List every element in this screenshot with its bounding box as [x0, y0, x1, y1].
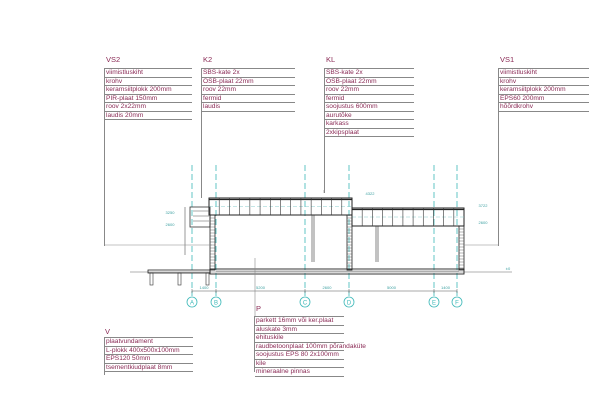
layer-row: parkett 16mm või ker.plaat — [255, 316, 344, 326]
layer-row: raudbetoonplaat 100mm põrandaküte — [255, 342, 366, 351]
elevation-label: 3722 — [479, 203, 489, 208]
axis-marker — [451, 296, 463, 308]
axis-marker — [210, 296, 222, 308]
v-title: V — [105, 327, 111, 336]
dimension-label: 1400 — [200, 285, 210, 290]
layer-row: EPS60 200mm — [499, 95, 589, 103]
terrace-leg — [205, 272, 210, 286]
terrace-deck — [147, 269, 211, 274]
layer-row: fermid — [202, 95, 295, 103]
elevation-label: 2600 — [479, 220, 489, 225]
k2-title: K2 — [203, 55, 213, 64]
vs2-title: VS2 — [106, 55, 121, 64]
dimension-label: 2600 — [323, 285, 333, 290]
elevation-label: 4322 — [366, 191, 376, 196]
axis-label: A — [190, 300, 194, 306]
layer-row: soojustus EPS 80 2x100mm — [255, 351, 344, 360]
wall-f — [458, 225, 465, 271]
layer-row: 2xkipsplaat — [325, 129, 414, 137]
layer-row: ehituskile — [255, 334, 344, 343]
layer-row: krohv — [499, 78, 589, 86]
layer-row: mineraalne pinnas — [255, 368, 344, 377]
terrace-leg — [177, 272, 182, 286]
layer-row: SBS-kate 2x — [202, 68, 295, 78]
layer-row: viimistluskiht — [499, 68, 589, 78]
axis-marker — [186, 296, 198, 308]
wall-b — [209, 214, 216, 271]
dimension-label: 5000 — [387, 285, 397, 290]
terrace-leg — [149, 272, 154, 286]
layer-row: PIR-plaat 150mm — [105, 95, 192, 103]
layer-row: soojustus 600mm — [325, 103, 414, 112]
layer-row: karkass — [325, 120, 414, 129]
layer-row: OSB-plaat 22mm — [325, 78, 414, 86]
layer-row: viimistluskiht — [105, 68, 192, 78]
axis-label: D — [347, 300, 352, 306]
layer-row: EPS120 50mm — [105, 355, 193, 364]
axis-marker — [343, 296, 355, 308]
layer-row: laudis — [202, 103, 295, 112]
axis-label: C — [303, 300, 308, 306]
layer-row: kile — [255, 360, 344, 368]
axis-marker — [299, 296, 311, 308]
wall-d — [346, 214, 353, 271]
elevation-label: ±0 — [506, 266, 511, 271]
kl-title: KL — [326, 55, 336, 64]
layer-row: krohv — [105, 78, 192, 86]
axis-label: B — [214, 300, 218, 306]
dimension-label: 5200 — [256, 285, 266, 290]
floor-slab — [209, 268, 465, 275]
elevation-label: 2600 — [166, 222, 176, 227]
layer-row: L-plokk 400x500x100mm — [105, 347, 193, 355]
layer-row: SBS-kate 2x — [325, 68, 414, 78]
layer-row: roov 22mm — [325, 86, 414, 95]
dimension-label: 1400 — [441, 285, 451, 290]
layer-row: keramsiitplokk 200mm — [105, 86, 192, 95]
layer-row: OSB-plaat 22mm — [202, 78, 295, 86]
layer-row: laudis 20mm — [105, 112, 192, 120]
layer-row: roov 2x22mm — [105, 103, 192, 112]
axis-label: E — [432, 300, 436, 306]
layer-row: fermid — [325, 95, 414, 103]
layer-row: aluskate 3mm — [255, 326, 344, 334]
layer-row: hõõrdkrohv — [499, 103, 589, 112]
layer-row: tsementkiudplaat 8mm — [105, 364, 193, 372]
layer-row: aurutõke — [325, 112, 414, 120]
p-title: P — [256, 304, 262, 313]
axis-label: F — [455, 300, 459, 306]
vs1-title: VS1 — [500, 55, 515, 64]
entrance-canopy — [189, 206, 211, 228]
layer-row: roov 22mm — [202, 86, 295, 95]
axis-marker — [428, 296, 440, 308]
layer-row: plaatvundament — [105, 337, 193, 347]
layer-row: keramsiitplokk 200mm — [499, 86, 589, 95]
elevation-label: 3250 — [166, 210, 176, 215]
